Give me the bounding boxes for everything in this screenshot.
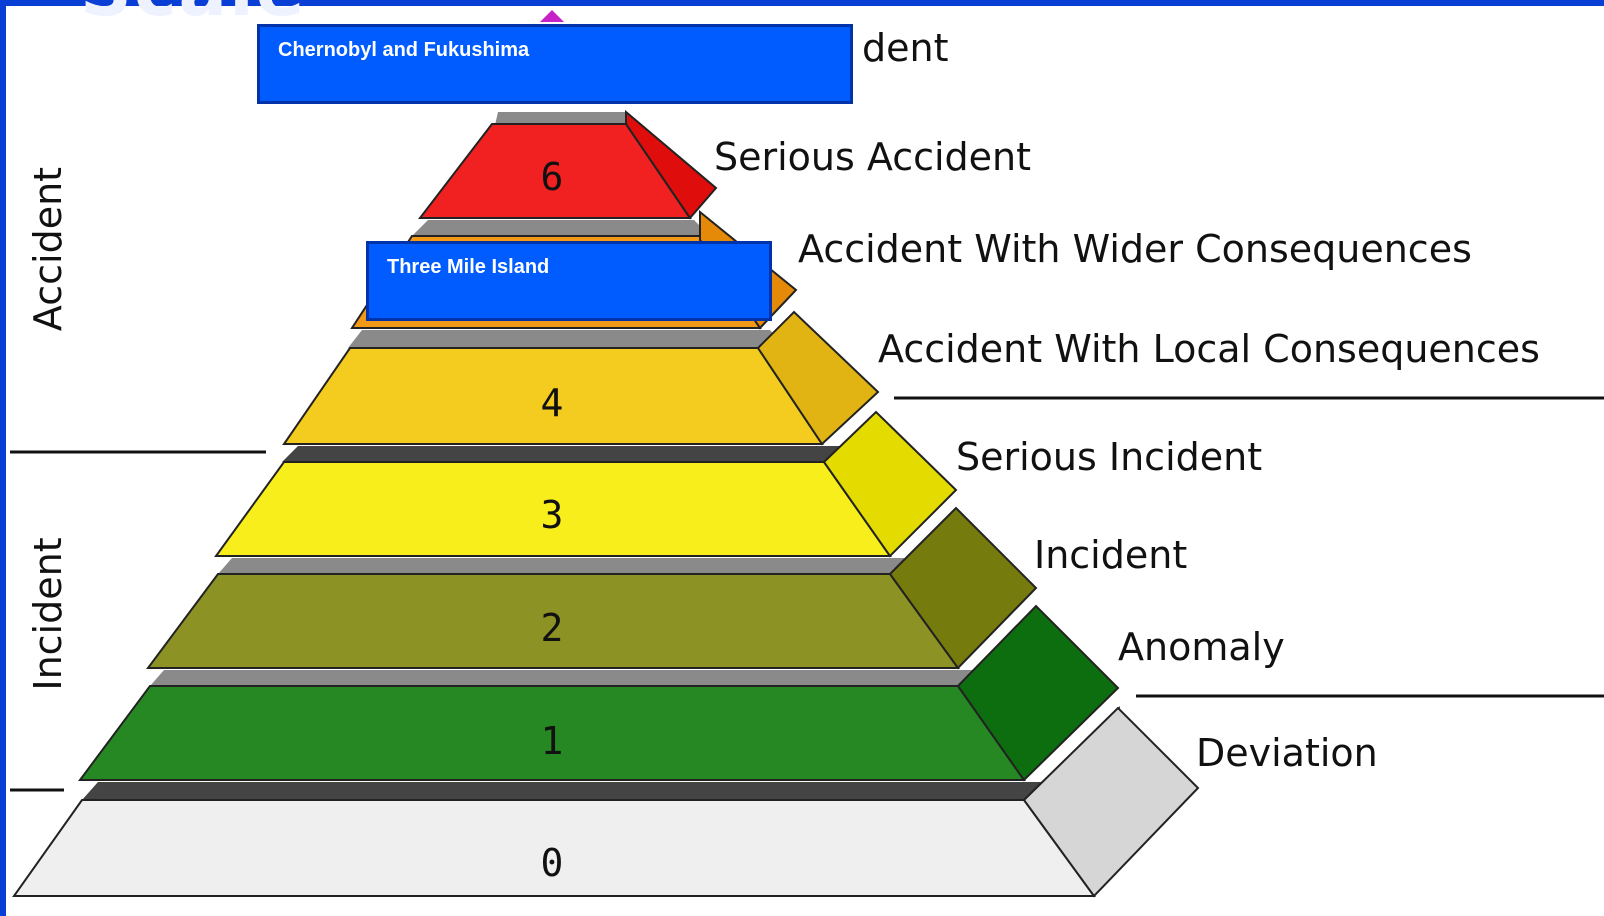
- level-4-side: [756, 310, 880, 446]
- window-frame-left: [0, 0, 6, 916]
- level-3-side: [822, 410, 958, 558]
- callout-chernobyl-fukushima-text: Chernobyl and Fukushima: [278, 39, 530, 61]
- level-0-ledge: [82, 706, 1120, 800]
- level-6-block: 6 Serious Accident: [417, 109, 1031, 220]
- level-2-label: Incident: [1034, 533, 1187, 577]
- level-4-ledge: [348, 330, 786, 348]
- level-2-ledge: [218, 558, 918, 574]
- level-1-label: Anomaly: [1118, 625, 1285, 669]
- level-6-number: 6: [541, 155, 564, 199]
- level-3-ledge: [282, 446, 854, 462]
- level-2-block: 2 Incident: [146, 506, 1187, 670]
- callout-three-mile-island: Three Mile Island: [366, 241, 772, 321]
- level-7-label: dent: [862, 26, 948, 70]
- level-1-ledge: [150, 670, 986, 686]
- level-6-label: Serious Accident: [714, 135, 1031, 179]
- level-1-block: 1 Anomaly: [78, 604, 1285, 782]
- level-0-side: [1022, 706, 1200, 898]
- level-3-number: 3: [541, 493, 564, 537]
- level-3-label: Serious Incident: [956, 435, 1262, 479]
- callout-three-mile-island-text: Three Mile Island: [387, 256, 550, 278]
- level-4-block: 4 Accident With Local Consequences: [282, 310, 1540, 446]
- level-5-label: Accident With Wider Consequences: [798, 227, 1472, 271]
- level-7-apex: [540, 10, 564, 22]
- level-0-label: Deviation: [1196, 731, 1378, 775]
- level-1-side: [956, 604, 1120, 782]
- level-0-block: 0 Deviation: [12, 706, 1378, 898]
- level-0-number: 0: [541, 841, 564, 885]
- level-3-block: 3 Serious Incident: [214, 410, 1262, 558]
- level-2-side: [888, 506, 1038, 670]
- level-4-label: Accident With Local Consequences: [878, 327, 1540, 371]
- level-6-side: [625, 109, 718, 220]
- side-label-incident: Incident: [26, 537, 70, 691]
- level-4-number: 4: [541, 381, 564, 425]
- side-label-accident: Accident: [26, 166, 70, 332]
- window-frame-top: [0, 0, 1604, 6]
- level-5-ledge: [412, 220, 710, 236]
- callout-chernobyl-fukushima: Chernobyl and Fukushima: [257, 24, 853, 104]
- level-2-number: 2: [541, 606, 564, 650]
- level-1-number: 1: [541, 719, 564, 763]
